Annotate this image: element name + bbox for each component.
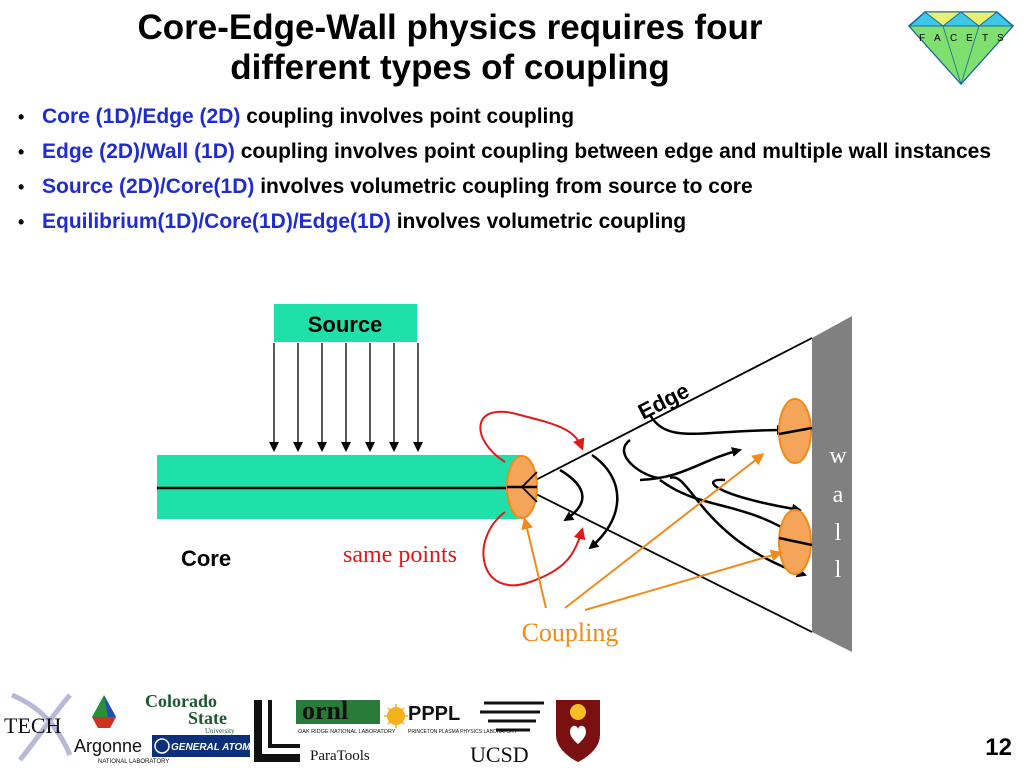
bullet-highlight: Equilibrium(1D)/Core(1D)/Edge(1D) [42, 210, 391, 233]
bullet-item: • Edge (2D)/Wall (1D) coupling involves p… [18, 139, 1018, 165]
georgia-tech-logo: TECH [4, 692, 73, 762]
same-points-arrows [479, 410, 586, 587]
facets-letter-f: F [919, 33, 925, 44]
ucsd-logo: UCSD [470, 701, 544, 767]
bullet-dot: • [18, 212, 25, 232]
source-label: Source [308, 312, 383, 337]
bullet-dot: • [18, 177, 25, 197]
title-line-2: different types of coupling [230, 48, 670, 87]
pppl-logo: PPPL PRINCETON PLASMA PHYSICS LABORATORY [384, 703, 518, 735]
same-points-label: same points [343, 542, 457, 568]
ucsd-label: UCSD [470, 742, 529, 767]
pppl-sublabel: PRINCETON PLASMA PHYSICS LABORATORY [408, 729, 518, 735]
slide-title: Core-Edge-Wall physics requires four dif… [0, 8, 900, 88]
page-number: 12 [985, 734, 1012, 761]
wall-letter-w: w [829, 443, 847, 469]
bullet-item: • Source (2D)/Core(1D) involves volumetri… [18, 174, 1018, 200]
coupling-diagram: Source Core w a l l Edge [157, 304, 852, 652]
argonne-label: Argonne [74, 736, 142, 756]
footer-logos: TECH Argonne NATIONAL LABORATORY Colorad… [4, 691, 600, 767]
bullet-list: • Core (1D)/Edge (2D) coupling involves p… [18, 104, 1018, 244]
argonne-logo: Argonne NATIONAL LABORATORY [74, 695, 169, 765]
colorado-line1: Colorado [145, 691, 217, 711]
bullet-dot: • [18, 142, 25, 162]
wall [812, 316, 852, 652]
argonne-sublabel: NATIONAL LABORATORY [98, 759, 169, 765]
bullet-highlight: Source (2D)/Core(1D) [42, 175, 255, 198]
bullet-item: • Core (1D)/Edge (2D) coupling involves p… [18, 104, 1018, 130]
colorado-state-logo: Colorado State University [145, 691, 235, 735]
coupling-arrows [521, 453, 783, 611]
edge-wedge [521, 337, 813, 633]
bullet-text: coupling involves point coupling [240, 105, 575, 128]
ornl-logo: ornl OAK RIDGE NATIONAL LABORATORY [254, 696, 396, 762]
bullet-highlight: Edge (2D)/Wall (1D) [42, 140, 235, 163]
bullet-dot: • [18, 107, 25, 127]
crest-logo [556, 700, 600, 762]
wall-letter-l2: l [835, 557, 842, 583]
tech-label: TECH [4, 713, 62, 738]
wall-letter-a: a [833, 482, 844, 508]
coupling-label: Coupling [522, 618, 619, 647]
general-atomics-logo: GENERAL ATOMICS [152, 735, 268, 757]
paratools-label: ParaTools [310, 748, 370, 764]
facets-letter-e: E [966, 33, 973, 44]
facets-logo: F A C E T S [907, 11, 1015, 86]
colorado-sub: University [205, 727, 235, 735]
facets-letter-t: T [982, 33, 988, 44]
bullet-text: coupling involves point coupling between… [234, 140, 992, 163]
pppl-label: PPPL [408, 703, 460, 725]
ornl-label: ornl [302, 696, 348, 725]
edge-flow-lines [559, 414, 813, 578]
ornl-sublabel: OAK RIDGE NATIONAL LABORATORY [298, 729, 396, 735]
wall-letter-l1: l [835, 520, 842, 546]
source-arrows [269, 343, 423, 452]
bullet-item: • Equilibrium(1D)/Core(1D)/Edge(1D) invol… [18, 209, 1018, 235]
core-label: Core [181, 546, 231, 571]
title-line-1: Core-Edge-Wall physics requires four [137, 8, 763, 47]
facets-letter-a: A [934, 33, 941, 44]
facets-letter-c: C [950, 33, 957, 44]
colorado-line2: State [188, 708, 227, 728]
bullet-highlight: Core (1D)/Edge (2D) [42, 105, 241, 128]
edge-label: Edge [634, 378, 693, 425]
facets-letter-s: S [997, 33, 1004, 44]
bullet-text: involves volumetric coupling [390, 210, 687, 233]
source-block [274, 304, 417, 342]
bullet-text: involves volumetric coupling from source… [254, 175, 753, 198]
general-atomics-label: GENERAL ATOMICS [171, 742, 268, 753]
